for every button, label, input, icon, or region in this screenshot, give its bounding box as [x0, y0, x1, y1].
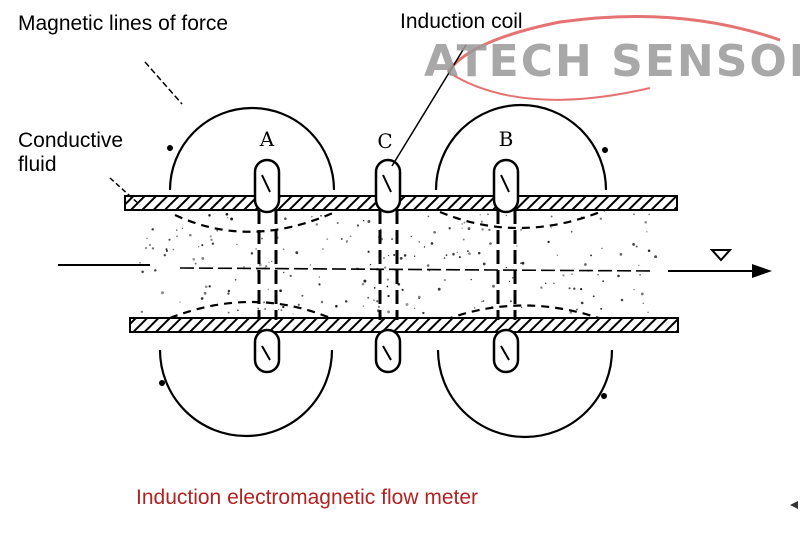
magnetic-field-lines — [158, 103, 614, 439]
leader-conductive-fluid — [109, 177, 141, 206]
coil-b — [492, 158, 520, 374]
flow-axis-center — [179, 267, 656, 272]
field-inner-top-left — [174, 210, 336, 233]
label-magnetic-lines: Magnetic lines of force — [18, 12, 229, 35]
leader-induction-coil — [391, 44, 467, 167]
edge-marker — [790, 501, 798, 509]
field-inner-bottom-right — [444, 304, 611, 324]
coil-b-label: B — [499, 127, 514, 151]
field-inner-top-right — [439, 208, 606, 230]
leader-magnetic-lines — [144, 61, 183, 105]
field-loop-top-right — [434, 103, 608, 191]
label-induction-coil: Induction coil — [400, 10, 523, 33]
field-loop-bottom-right — [436, 349, 614, 439]
field-direction-marks — [159, 145, 608, 399]
coil-c-label: C — [377, 129, 392, 153]
field-inner-bottom-left — [169, 300, 336, 322]
conductive-fluid-speckle — [139, 212, 658, 315]
flow-arrow-head — [752, 264, 772, 278]
label-conductive: Conductive — [18, 129, 124, 152]
atech-sensor-logo: ATECH SENSOR — [424, 36, 800, 87]
label-fluid: fluid — [18, 153, 57, 176]
field-loop-top-left — [168, 106, 336, 191]
logo-arc — [446, 14, 781, 73]
coil-a — [253, 158, 281, 374]
field-loop-bottom-left — [158, 349, 334, 438]
diagram-caption: Induction electromagnetic flow meter — [136, 486, 478, 509]
coil-c — [374, 158, 402, 374]
flow-direction-marker — [709, 249, 733, 262]
pipe-wall-bottom — [129, 317, 679, 333]
coil-a-label: A — [259, 127, 275, 151]
logo-arc-lower — [447, 71, 651, 101]
